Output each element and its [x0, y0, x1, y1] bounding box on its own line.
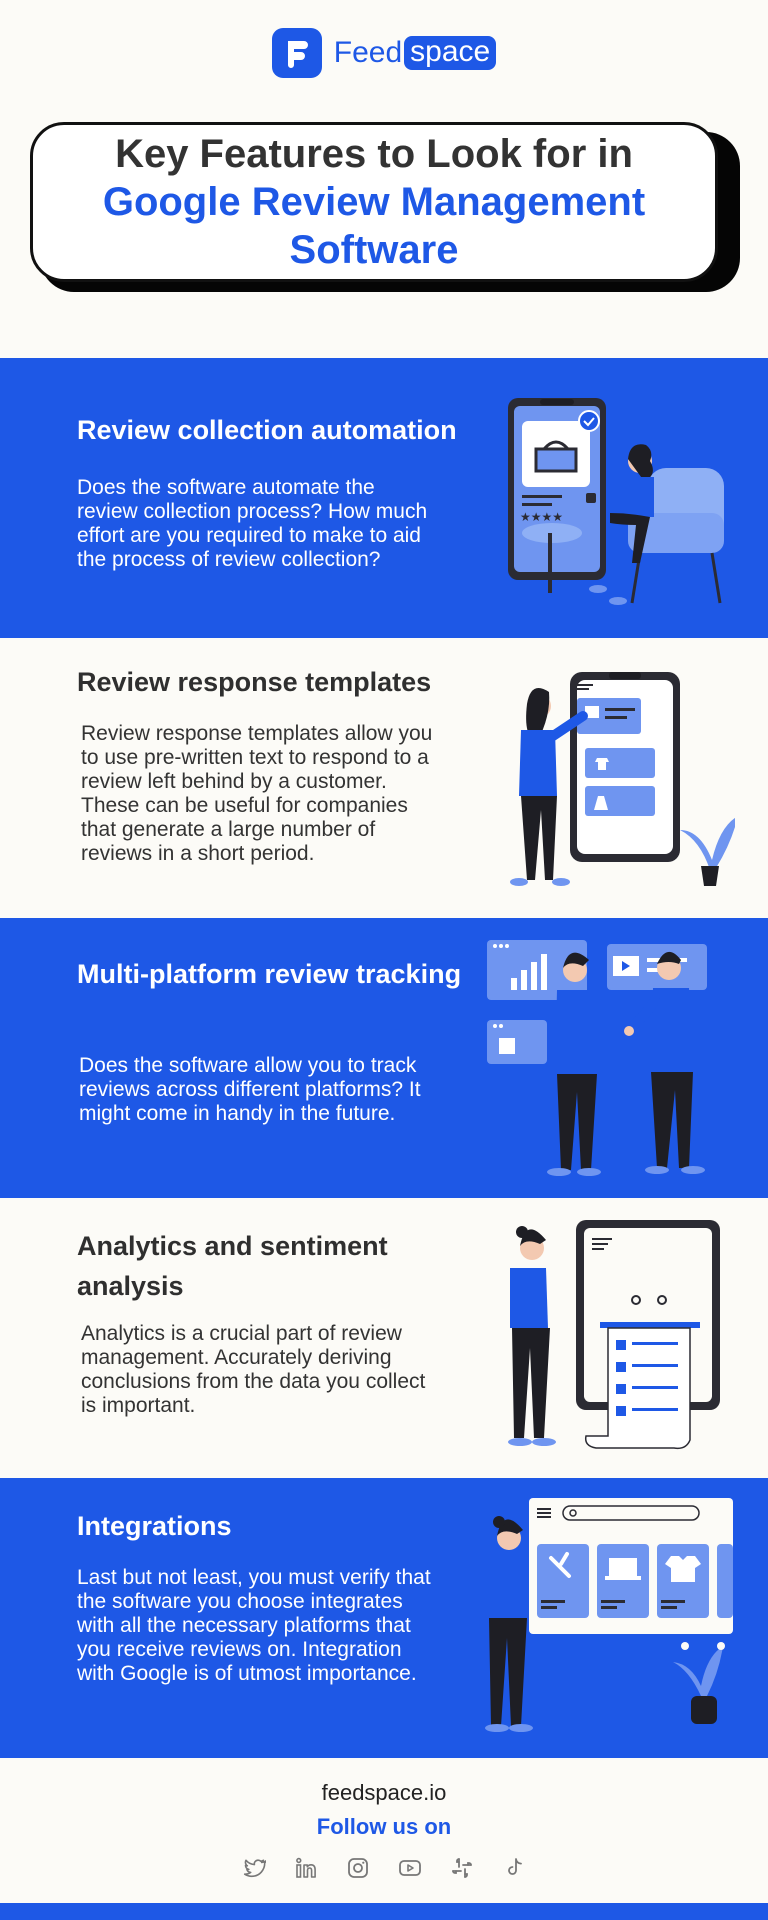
feature-body: Analytics is a crucial part of review ma… [81, 1322, 426, 1417]
page-title-line2: Google Review Management [102, 180, 646, 224]
follow-us-label: Follow us on [316, 1814, 452, 1839]
rating-stars: ★★★★ [520, 510, 563, 524]
woman-in-armchair-illustration: ★★★★ [508, 398, 724, 605]
feature-section-review-collection: Review collection automation Does the so… [0, 358, 768, 638]
feature-title: Review response templates [77, 667, 432, 697]
feature-body: Does the software automate the review co… [77, 476, 428, 571]
page-title-line1: Key Features to Look for in [115, 132, 633, 176]
feature-title: Review collection automation [77, 415, 457, 445]
two-people-handshake-illustration [487, 940, 707, 1176]
bottom-bar [0, 1903, 768, 1920]
footer-url[interactable]: feedspace.io [321, 1780, 447, 1805]
feature-body: Last but not least, you must verify that… [77, 1566, 431, 1685]
title-box: Key Features to Look for in Google Revie… [30, 122, 718, 282]
feedspace-f-glyph-icon [287, 41, 308, 68]
twitter-icon[interactable] [242, 1856, 266, 1880]
linkedin-icon[interactable] [294, 1856, 318, 1880]
feature-body: Review response templates allow you to u… [81, 722, 433, 865]
feature-title: Integrations [77, 1511, 232, 1541]
woman-checklist-illustration [508, 1220, 720, 1450]
feature-body: Does the software allow you to track rev… [79, 1054, 421, 1125]
feature-section-integrations: Integrations Last but not least, you mus… [0, 1478, 768, 1758]
feature-section-multi-platform: Multi-platform review tracking Does the … [0, 918, 768, 1198]
tiktok-icon[interactable] [502, 1856, 526, 1880]
feature-title: Multi-platform review tracking [77, 959, 462, 989]
feature-title: Analytics and sentiment analysis [77, 1231, 388, 1301]
slack-icon[interactable] [450, 1856, 474, 1880]
brand-name-prefix: Feed [333, 36, 403, 69]
instagram-icon[interactable] [346, 1856, 370, 1880]
feature-section-analytics: Analytics and sentiment analysis Analyti… [0, 1198, 768, 1478]
woman-app-store-illustration [485, 1498, 733, 1732]
brand-name-suffix: space [404, 36, 497, 70]
woman-pointing-at-phone-illustration [510, 672, 735, 886]
youtube-icon[interactable] [398, 1856, 422, 1880]
social-links [0, 1856, 768, 1880]
page-title-line3: Software [289, 228, 459, 272]
feedspace-logo-mark [271, 28, 322, 78]
feature-section-response-templates: Review response templates Review respons… [0, 638, 768, 918]
